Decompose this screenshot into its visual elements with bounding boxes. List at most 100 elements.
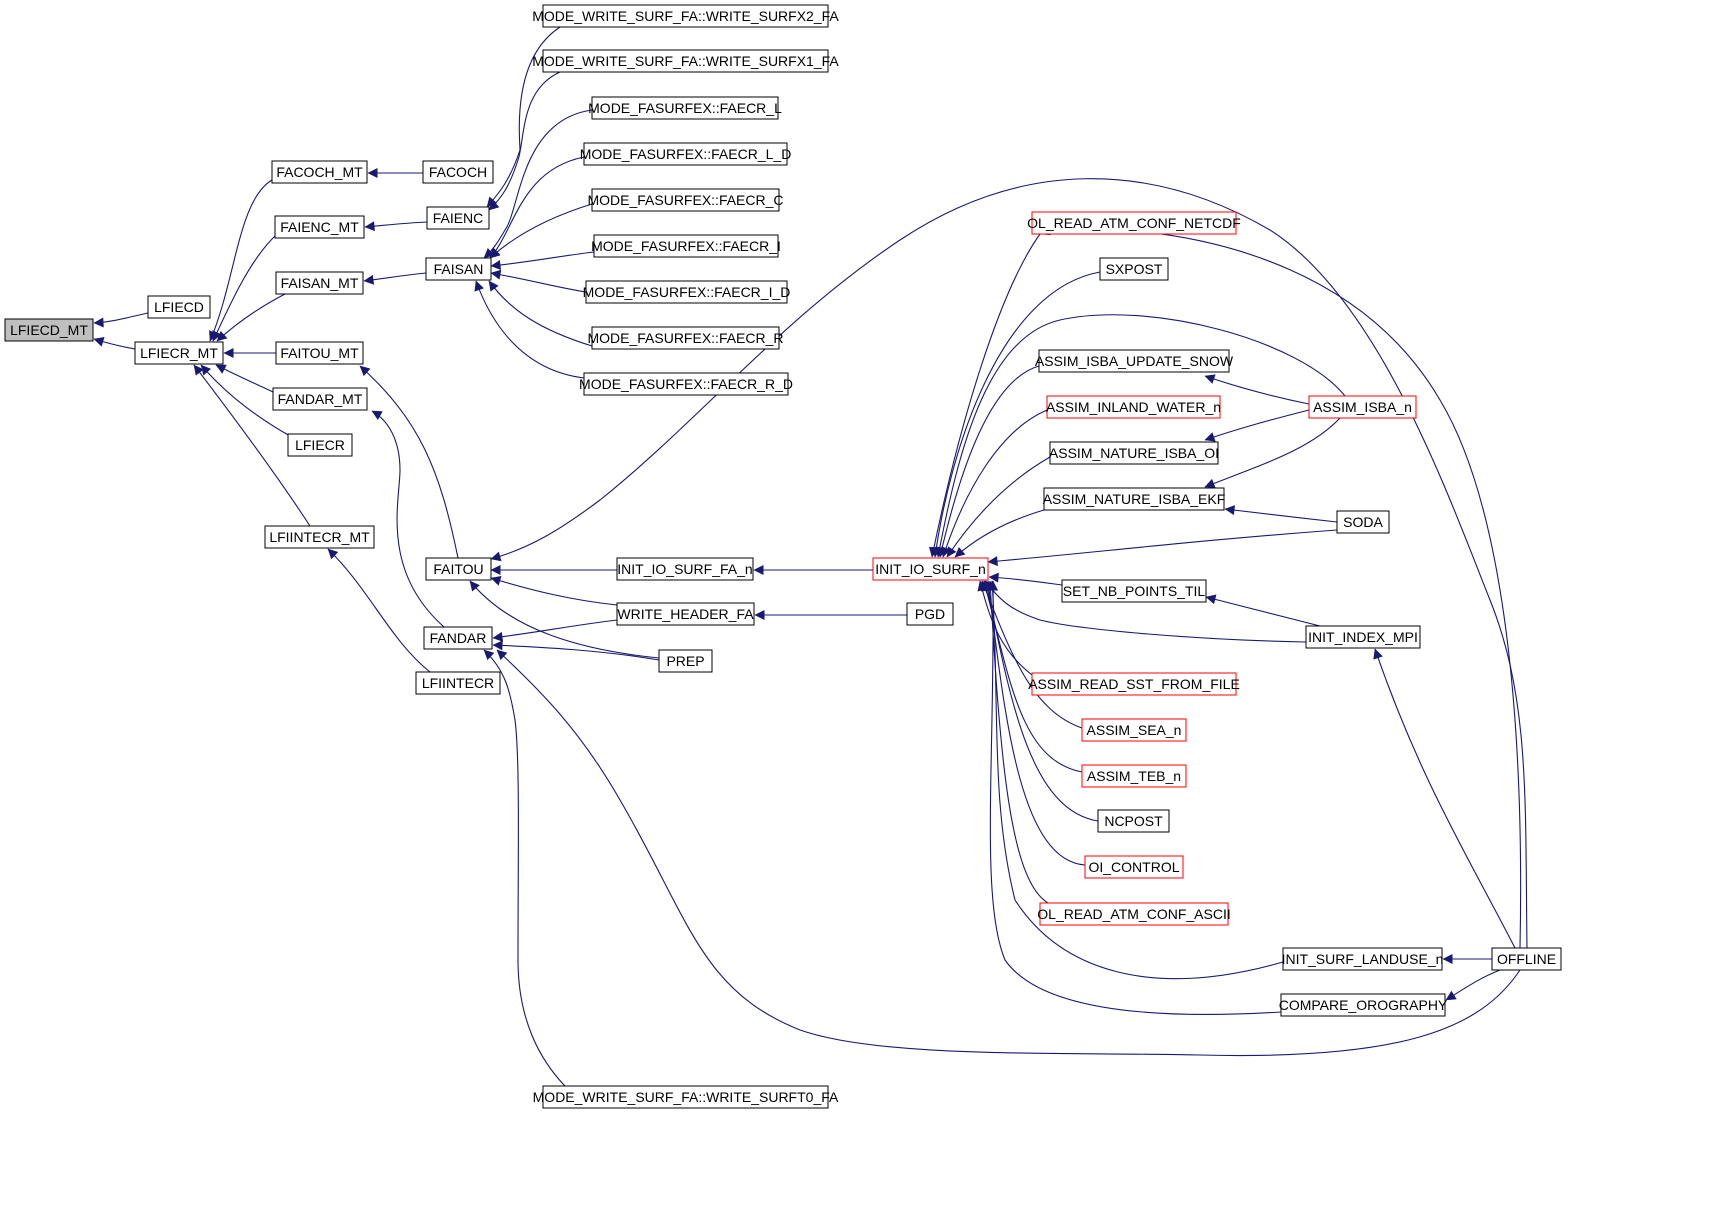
node-box[interactable] (542, 1085, 829, 1109)
node-faecr-r-d[interactable]: MODE_FASURFEX::FAECR_R_D (579, 372, 793, 396)
node-pgd[interactable]: PGD (906, 602, 954, 626)
node-faitou-mt[interactable]: FAITOU_MT (275, 341, 364, 365)
node-box[interactable] (585, 280, 788, 304)
node-box[interactable] (1336, 510, 1390, 534)
node-box[interactable] (426, 206, 490, 230)
node-assim-nature-isba-ekf[interactable]: ASSIM_NATURE_ISBA_EKF (1043, 487, 1226, 511)
node-faecr-i-d[interactable]: MODE_FASURFEX::FAECR_I_D (583, 280, 791, 304)
node-box[interactable] (4, 318, 94, 342)
node-wsurfx1[interactable]: MODE_WRITE_SURF_FA::WRITE_SURFX1_FA (532, 49, 839, 73)
node-set-nb-points-til[interactable]: SET_NB_POINTS_TIL (1061, 579, 1207, 603)
node-assim-sea-n[interactable]: ASSIM_SEA_n (1081, 718, 1187, 742)
node-box[interactable] (591, 96, 779, 120)
node-box[interactable] (542, 4, 829, 28)
node-faienc[interactable]: FAIENC (426, 206, 490, 230)
node-offline[interactable]: OFFLINE (1491, 947, 1562, 971)
node-box[interactable] (591, 326, 780, 350)
node-faecr-r[interactable]: MODE_FASURFEX::FAECR_R (587, 326, 784, 350)
node-facoch-mt[interactable]: FACOCH_MT (271, 160, 368, 184)
node-box[interactable] (658, 649, 713, 673)
node-box[interactable] (1031, 672, 1237, 696)
node-box[interactable] (415, 671, 501, 695)
node-box[interactable] (264, 525, 375, 549)
node-fandar-mt[interactable]: FANDAR_MT (272, 387, 368, 411)
node-box[interactable] (1097, 809, 1170, 833)
node-box[interactable] (1305, 625, 1421, 649)
node-box[interactable] (542, 49, 829, 73)
node-box[interactable] (1084, 855, 1184, 879)
node-assim-nature-isba-oi[interactable]: ASSIM_NATURE_ISBA_OI (1049, 441, 1219, 465)
node-box[interactable] (147, 295, 211, 319)
node-box[interactable] (906, 602, 954, 626)
node-box[interactable] (423, 626, 493, 650)
node-faecr-l-d[interactable]: MODE_FASURFEX::FAECR_L_D (580, 142, 792, 166)
node-write-header-fa[interactable]: WRITE_HEADER_FA (616, 602, 755, 626)
node-lfiecd-mt[interactable]: LFIECD_MT (4, 318, 94, 342)
node-assim-isba-update-snow[interactable]: ASSIM_ISBA_UPDATE_SNOW (1035, 349, 1234, 373)
node-init-io-surf-n[interactable]: INIT_IO_SURF_n (872, 557, 989, 581)
node-box[interactable] (616, 557, 754, 581)
node-faienc-mt[interactable]: FAIENC_MT (274, 215, 365, 239)
node-box[interactable] (1043, 487, 1225, 511)
node-lfiecd[interactable]: LFIECD (147, 295, 211, 319)
node-ncpost[interactable]: NCPOST (1097, 809, 1170, 833)
node-faecr-l[interactable]: MODE_FASURFEX::FAECR_L (588, 96, 782, 120)
node-box[interactable] (1081, 718, 1187, 742)
node-box[interactable] (425, 257, 492, 281)
node-assim-isba-n[interactable]: ASSIM_ISBA_n (1308, 395, 1417, 419)
node-lfiecr-mt[interactable]: LFIECR_MT (134, 341, 224, 365)
node-init-index-mpi[interactable]: INIT_INDEX_MPI (1305, 625, 1421, 649)
node-facoch[interactable]: FACOCH (422, 160, 494, 184)
node-box[interactable] (1046, 395, 1221, 419)
node-box[interactable] (583, 372, 789, 396)
node-sxpost[interactable]: SXPOST (1099, 257, 1169, 281)
node-soda[interactable]: SODA (1336, 510, 1390, 534)
node-box[interactable] (1039, 902, 1229, 926)
node-wsurfx2[interactable]: MODE_WRITE_SURF_FA::WRITE_SURFX2_FA (532, 4, 839, 28)
node-box[interactable] (1280, 993, 1446, 1017)
node-box[interactable] (274, 215, 365, 239)
node-box[interactable] (872, 557, 989, 581)
node-box[interactable] (1031, 211, 1237, 235)
node-init-io-surf-fa-n[interactable]: INIT_IO_SURF_FA_n (616, 557, 754, 581)
node-box[interactable] (134, 341, 224, 365)
node-wsurft0[interactable]: MODE_WRITE_SURF_FA::WRITE_SURFT0_FA (533, 1085, 839, 1109)
node-compare-orography[interactable]: COMPARE_OROGRAPHY (1279, 993, 1448, 1017)
node-box[interactable] (616, 602, 755, 626)
node-box[interactable] (425, 557, 492, 581)
node-box[interactable] (1081, 764, 1187, 788)
node-assim-inland-water-n[interactable]: ASSIM_INLAND_WATER_n (1046, 395, 1221, 419)
node-box[interactable] (1099, 257, 1169, 281)
node-faecr-i[interactable]: MODE_FASURFEX::FAECR_I (591, 234, 781, 258)
node-faecr-c[interactable]: MODE_FASURFEX::FAECR_C (587, 188, 784, 212)
node-faisan-mt[interactable]: FAISAN_MT (275, 271, 364, 295)
node-assim-teb-n[interactable]: ASSIM_TEB_n (1081, 764, 1187, 788)
node-box[interactable] (1049, 441, 1219, 465)
node-box[interactable] (287, 433, 353, 457)
node-fandar[interactable]: FANDAR (423, 626, 493, 650)
node-box[interactable] (1038, 349, 1230, 373)
node-oi-control[interactable]: OI_CONTROL (1084, 855, 1184, 879)
node-box[interactable] (593, 234, 779, 258)
node-faitou[interactable]: FAITOU (425, 557, 492, 581)
node-lfiintecr[interactable]: LFIINTECR (415, 671, 501, 695)
node-box[interactable] (1282, 947, 1443, 971)
node-box[interactable] (275, 271, 364, 295)
node-box[interactable] (271, 160, 368, 184)
node-faisan[interactable]: FAISAN (425, 257, 492, 281)
node-box[interactable] (1061, 579, 1207, 603)
node-box[interactable] (591, 188, 780, 212)
node-prep[interactable]: PREP (658, 649, 713, 673)
node-ol-read-atm-ascii[interactable]: OL_READ_ATM_CONF_ASCII (1037, 902, 1231, 926)
node-box[interactable] (275, 341, 364, 365)
node-init-surf-landuse-n[interactable]: INIT_SURF_LANDUSE_n (1282, 947, 1444, 971)
node-lfiintecr-mt[interactable]: LFIINTECR_MT (264, 525, 375, 549)
node-assim-read-sst[interactable]: ASSIM_READ_SST_FROM_FILE (1028, 672, 1240, 696)
node-box[interactable] (422, 160, 494, 184)
node-ol-read-atm-netcdf[interactable]: OL_READ_ATM_CONF_NETCDF (1027, 211, 1241, 235)
node-box[interactable] (583, 142, 788, 166)
node-lfiecr[interactable]: LFIECR (287, 433, 353, 457)
node-box[interactable] (272, 387, 368, 411)
node-box[interactable] (1491, 947, 1562, 971)
node-box[interactable] (1308, 395, 1417, 419)
